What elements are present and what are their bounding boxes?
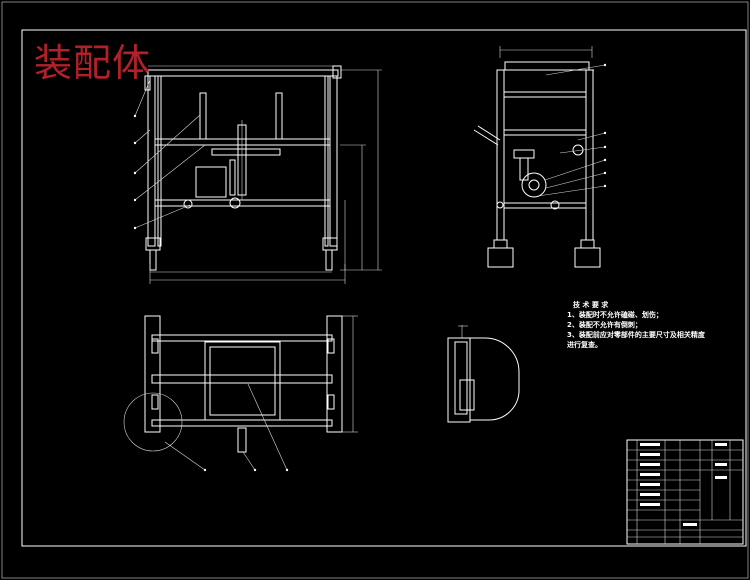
detail-view xyxy=(447,325,520,423)
technical-requirements-heading: 技 术 要 求 xyxy=(573,301,609,309)
technical-requirement-item: 3、装配前应对零部件的主要尺寸及相关精度 xyxy=(567,331,705,339)
technical-requirement-item: 2、装配不允许有倒刺； xyxy=(567,321,642,329)
technical-requirement-item: 1、装配时不允许磕碰、划伤； xyxy=(567,311,663,319)
side-view xyxy=(473,46,607,268)
top-view xyxy=(123,315,358,472)
technical-requirement-item: 进行复查。 xyxy=(567,341,602,349)
drawing-title: 装配体 xyxy=(34,41,152,85)
front-view xyxy=(133,65,382,284)
inner-border xyxy=(21,29,747,547)
technical-requirements: 技 术 要 求 1、装配时不允许磕碰、划伤； 2、装配不允许有倒刺； 3、装配前… xyxy=(567,300,705,350)
title-block xyxy=(626,439,744,545)
